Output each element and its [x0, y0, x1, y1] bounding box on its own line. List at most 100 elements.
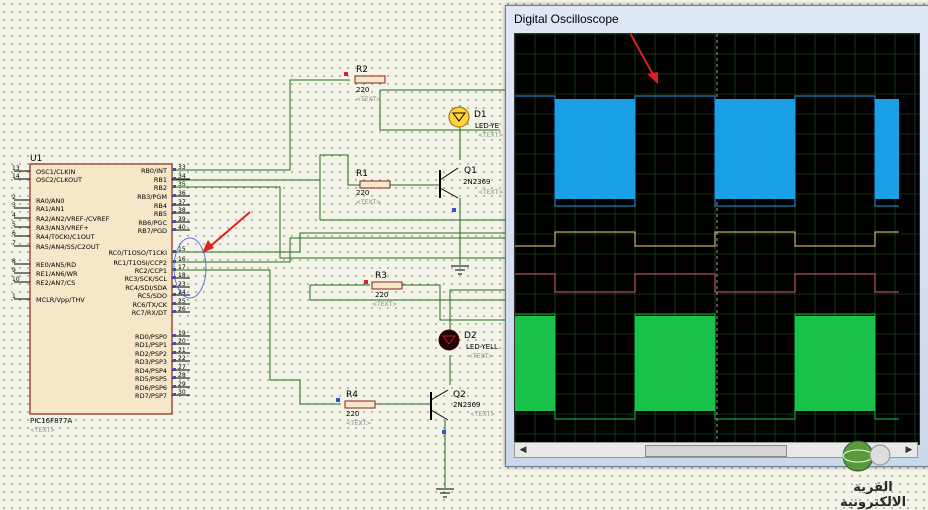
red-arrow-annotation-1: [202, 211, 251, 253]
pin-number: 17: [178, 264, 186, 271]
scroll-left-icon[interactable]: ◀: [519, 445, 527, 455]
oscilloscope-window[interactable]: Digital Oscilloscope: [505, 5, 928, 467]
resistor-r1[interactable]: R1 220 <TEXT>: [356, 169, 391, 206]
pin-number: 24: [178, 289, 186, 296]
chip-pin-left[interactable]: 10 RE2/AN7/CS: [12, 276, 75, 287]
r1-tag: <TEXT>: [356, 199, 381, 206]
pin-label: RB0/INT: [141, 167, 167, 175]
pin-label: RD2/PSP2: [135, 350, 167, 358]
resistor-r4[interactable]: R4 220 <TEXT>: [336, 390, 376, 427]
logo-text: القرية الالكترونية: [839, 480, 907, 510]
pin-label: RA5/AN4/SS/C2OUT: [36, 243, 100, 251]
chip-pin-right[interactable]: 21 RD2/PSP2: [135, 347, 190, 358]
pin-label: RE2/AN7/CS: [36, 279, 75, 287]
pin-number: 4: [12, 212, 16, 219]
pin-label: RD6/PSP6: [135, 384, 167, 392]
r4-tag: <TEXT>: [346, 420, 371, 427]
pin-number: 28: [178, 372, 186, 379]
r1-value: 220: [356, 189, 369, 197]
r2-value: 220: [356, 86, 369, 94]
pin-number: 20: [178, 338, 186, 345]
pin-number: 21: [178, 347, 186, 354]
pin-label: RC0/T1OSO/T1CKI: [108, 249, 167, 257]
pin-number: 16: [178, 256, 186, 263]
pin-label: RC4/SDI/SDA: [125, 284, 167, 292]
horizontal-scrollbar[interactable]: ◀ ▶: [514, 442, 918, 458]
resistor-r2[interactable]: R2 220 <TEXT>: [344, 65, 386, 103]
pin-number: 9: [12, 267, 16, 274]
d2-tag: <TEXT>: [468, 353, 493, 360]
scope-screen[interactable]: [514, 23, 920, 445]
q1-value: 2N2369: [463, 178, 491, 186]
ground-symbol-1: [451, 265, 469, 275]
chip-pin-right[interactable]: 29 RD6/PSP6: [135, 381, 190, 392]
transistor-q1[interactable]: Q1 2N2369 <TEXT>: [439, 166, 503, 212]
scroll-thumb[interactable]: [645, 445, 787, 457]
pin-label: RC6/TX/CK: [133, 301, 168, 309]
pin-number: 29: [178, 381, 186, 388]
pin-label: RB3/PGM: [137, 193, 167, 201]
channel-b-trace: [515, 231, 899, 247]
pin-label: RB4: [154, 202, 167, 210]
pin-label: RB2: [154, 184, 167, 192]
pin-label: RC2/CCP1: [135, 267, 167, 275]
resistor-r3[interactable]: R3 220 <TEXT>: [364, 271, 403, 308]
transistor-q2[interactable]: Q2 2N2369 <TEXT>: [430, 389, 495, 434]
window-title: Digital Oscilloscope: [514, 12, 619, 26]
pin-number: 10: [12, 276, 20, 283]
pin-number: 2: [12, 194, 16, 201]
r3-tag: <TEXT>: [372, 301, 397, 308]
d1-ref: D1: [474, 110, 487, 120]
chip-pin-left[interactable]: 5 RA3/AN3/VREF+: [12, 221, 89, 232]
pin-label: RB1: [154, 176, 167, 184]
r3-ref: R3: [375, 271, 387, 281]
pin-label: OSC2/CLKOUT: [36, 176, 82, 184]
q2-ref: Q2: [453, 390, 466, 400]
led-d1[interactable]: D1 LED-YE <TEXT>: [448, 106, 503, 139]
pin-label: RC1/T1OSI/CCP2: [113, 259, 167, 267]
pin-number: 33: [178, 164, 186, 171]
chip-ref: U1: [30, 154, 42, 164]
q1-tag: <TEXT>: [478, 189, 503, 196]
led-d2[interactable]: D2 LED-YELL <TEXT>: [438, 329, 498, 360]
site-logo: القرية الالكترونية: [818, 438, 928, 510]
pin-number: 30: [178, 389, 186, 396]
pin-label: RA3/AN3/VREF+: [36, 224, 89, 232]
chip-part: PIC16F877A: [30, 417, 72, 425]
channel-a-trace: [515, 95, 899, 207]
pin-label: RD0/PSP0: [135, 333, 167, 341]
scroll-right-icon[interactable]: ▶: [905, 445, 913, 455]
d2-ref: D2: [464, 331, 477, 341]
pin-number: 15: [178, 246, 186, 253]
channel-c-trace: [515, 273, 899, 293]
pic-chip-body[interactable]: [29, 163, 173, 415]
pin-number: 5: [12, 221, 16, 228]
